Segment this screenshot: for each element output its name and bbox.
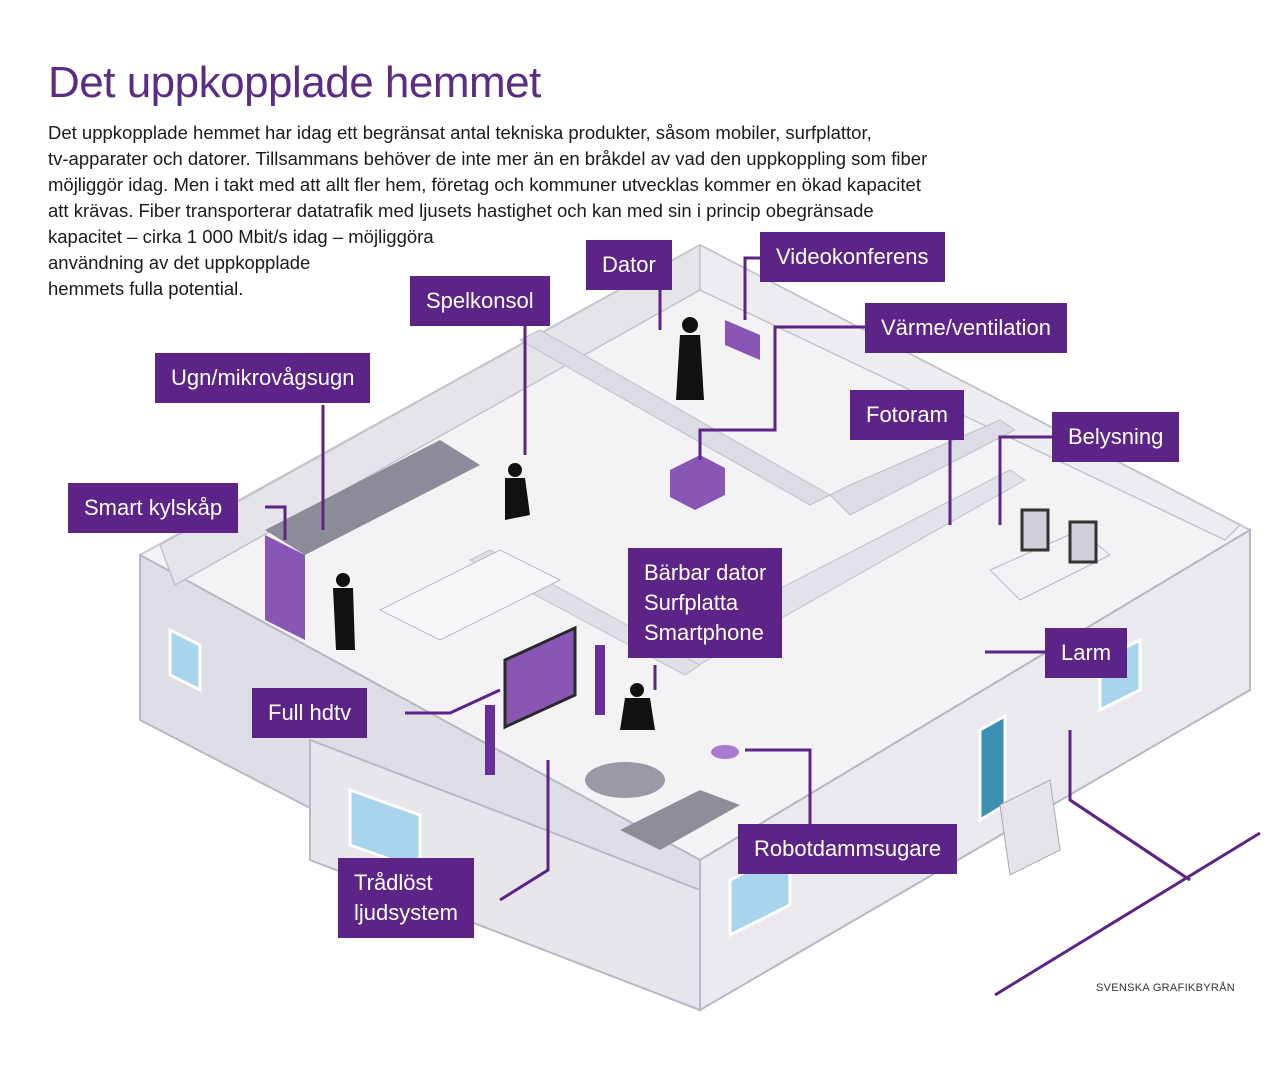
label-belysning: Belysning	[1052, 412, 1180, 462]
label-varme-ventilation: Värme/ventilation	[865, 303, 1067, 353]
label-ugn-mikrovagsugn: Ugn/mikrovågsugn	[155, 353, 371, 403]
page-title: Det uppkopplade hemmet	[48, 58, 541, 107]
intro-line: Det uppkopplade hemmet har idag ett begr…	[48, 122, 872, 143]
entry-stairs	[999, 779, 1061, 876]
robot-vacuum	[711, 745, 739, 759]
label-spelkonsol: Spelkonsol	[410, 276, 550, 326]
label-fotoram: Fotoram	[850, 390, 964, 440]
intro-line: kapacitet – cirka 1 000 Mbit/s idag – mö…	[48, 226, 434, 247]
fiber-cable	[1069, 798, 1176, 872]
wall-picture	[1068, 520, 1098, 564]
videoconference-screen	[725, 320, 760, 360]
intro-line: användning av det uppkopplade	[48, 252, 311, 273]
intro-text: Det uppkopplade hemmet har idag ett begr…	[48, 120, 927, 302]
intro-line: hemmets fulla potential.	[48, 278, 244, 299]
label-larm: Larm	[1045, 628, 1128, 678]
coffee-table	[585, 762, 665, 798]
label-dator: Dator	[586, 240, 672, 290]
interior-wall	[829, 419, 1016, 516]
sofa	[620, 790, 740, 850]
fridge	[265, 535, 305, 640]
wall-picture	[1020, 508, 1050, 552]
intro-line: att krävas. Fiber transporterar datatraf…	[48, 200, 874, 221]
label-tradlost-ljudsystem: Trådlöst ljudsystem	[338, 858, 474, 938]
ventilation-unit	[670, 455, 725, 510]
window	[168, 627, 202, 693]
tv	[503, 625, 577, 730]
label-full-hdtv: Full hdtv	[252, 688, 368, 738]
credit: SVENSKA GRAFIKBYRÅN	[1096, 982, 1235, 994]
label-smart-kylskap: Smart kylskåp	[68, 483, 239, 533]
person-icon	[333, 317, 704, 730]
intro-line: tv-apparater och datorer. Tillsammans be…	[48, 148, 928, 169]
label-barbar-dator: Bärbar dator Surfplatta Smartphone	[628, 548, 783, 658]
label-videokonferens: Videokonferens	[760, 232, 945, 282]
speaker	[485, 705, 495, 775]
kitchen-counter	[265, 440, 480, 555]
speaker	[595, 645, 605, 715]
fiber-cable	[994, 831, 1261, 997]
kitchen-island	[378, 549, 562, 641]
intro-line: möjliggör idag. Men i takt med att allt …	[48, 174, 921, 195]
living-room-wall	[309, 738, 701, 1012]
label-robotdammsugare: Robotdammsugare	[738, 824, 958, 874]
